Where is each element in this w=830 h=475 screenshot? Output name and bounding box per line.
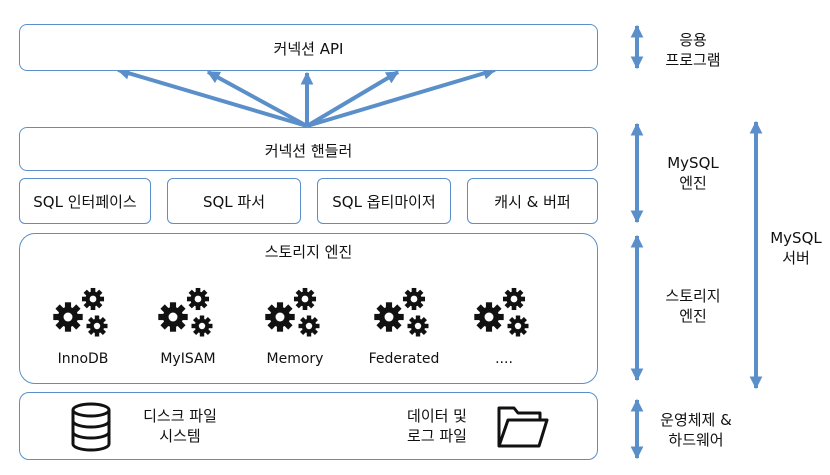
cache-buffer-box: 캐시 & 버퍼 xyxy=(467,178,598,224)
sql-optimizer-box: SQL 옵티마이저 xyxy=(317,178,451,224)
disk-file-system-label: 디스크 파일 시스템 xyxy=(143,407,217,445)
gears-icon xyxy=(48,283,118,343)
engine-myisam: MyISAM xyxy=(138,283,238,367)
connection-api-label: 커넥션 API xyxy=(273,40,344,58)
engine-innodb: InnoDB xyxy=(33,283,133,367)
connection-handler-label: 커넥션 핸들러 xyxy=(264,142,353,160)
sql-optimizer-label: SQL 옵티마이저 xyxy=(332,192,436,211)
storage-engine-box: 스토리지 엔진 xyxy=(19,233,598,384)
sql-interface-label: SQL 인터페이스 xyxy=(33,192,137,211)
engine-memory: Memory xyxy=(245,283,345,367)
connection-api-box: 커넥션 API xyxy=(19,24,598,71)
gears-icon xyxy=(369,283,439,343)
sql-parser-box: SQL 파서 xyxy=(167,178,301,224)
folder-icon xyxy=(496,402,550,450)
storage-engine-side-label: 스토리지 엔진 xyxy=(665,287,721,325)
storage-engine-title: 스토리지 엔진 xyxy=(264,243,353,261)
os-hardware-label: 운영체제 & 하드웨어 xyxy=(660,411,732,449)
fan-arrow-2 xyxy=(206,70,308,128)
gears-icon xyxy=(469,283,539,343)
database-icon xyxy=(69,402,113,452)
data-log-files-label: 데이터 및 로그 파일 xyxy=(407,407,467,445)
connection-handler-box: 커넥션 핸들러 xyxy=(19,127,598,171)
engine-more: .... xyxy=(454,283,554,367)
engine-federated: Federated xyxy=(354,283,454,367)
mysql-server-label: MySQL 서버 xyxy=(770,229,822,267)
gears-icon xyxy=(260,283,330,343)
mysql-engine-label: MySQL 엔진 xyxy=(667,154,719,192)
fan-arrow-1 xyxy=(116,67,308,128)
app-program-label: 응용 프로그램 xyxy=(665,31,721,69)
sql-interface-box: SQL 인터페이스 xyxy=(19,178,151,224)
sql-parser-label: SQL 파서 xyxy=(202,192,266,211)
engine-name: MyISAM xyxy=(160,351,216,367)
cache-buffer-label: 캐시 & 버퍼 xyxy=(494,192,571,211)
gears-icon xyxy=(153,283,223,343)
engine-name: Federated xyxy=(368,351,440,367)
os-layer-box: 디스크 파일 시스템 데이터 및 로그 파일 xyxy=(19,392,598,460)
engine-name: Memory xyxy=(266,351,324,367)
fan-arrow-4 xyxy=(305,70,400,128)
engine-name: .... xyxy=(495,351,513,367)
fan-arrow-5 xyxy=(306,67,497,128)
engine-name: InnoDB xyxy=(57,351,109,367)
